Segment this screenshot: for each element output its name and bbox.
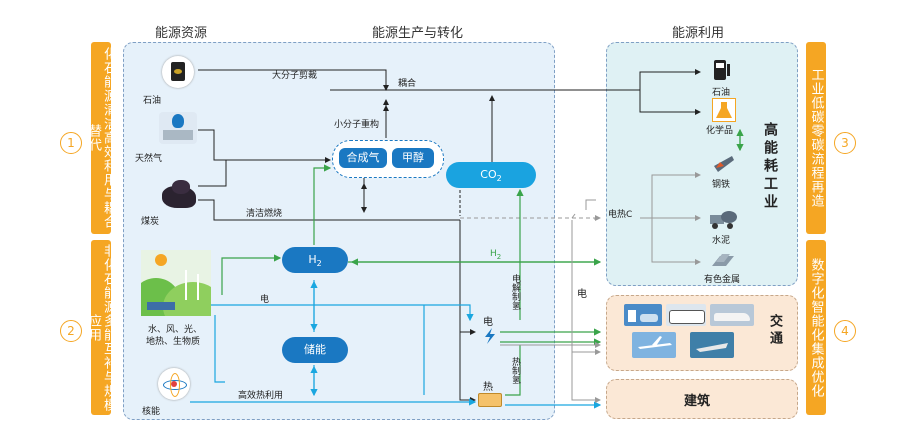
metal-ingots-icon [710,250,736,270]
co2-label: CO [480,168,497,181]
gas-flame-icon [159,112,197,144]
industry-nonferrous-label: 有色金属 [704,275,741,285]
industry-panel [606,42,798,286]
syngas-node: 合成气 [339,148,387,168]
syngas-methanol-group [332,140,444,178]
coal-icon [162,180,198,210]
circle-1: 1 [60,132,82,154]
circle-3: 3 [834,132,856,154]
industry-title: 高能耗工业 [762,122,778,212]
co2-subscript: 2 [496,174,502,184]
h2-label: H [308,253,317,266]
building-panel [606,379,798,419]
flow-h2-sub: 2 [496,252,502,261]
oil-barrel-icon [162,56,194,88]
source-gas-label: 天然气 [135,154,163,164]
highspeed-rail-image [710,304,754,326]
source-renewables-line2: 地热、生物质 [146,337,201,347]
header-resources: 能源资源 [155,26,208,41]
building-title: 建筑 [684,394,711,409]
heater-icon [478,393,502,407]
flow-electrolysis: 电解制氢 [510,274,520,310]
flow-electric-c: 电热C [608,210,633,220]
source-renewables-line1: 水、风、光、 [148,325,203,335]
storage-node: 储能 [282,337,348,363]
cement-mixer-icon [708,207,738,229]
industry-oil-label: 石油 [712,88,731,98]
header-production: 能源生产与转化 [372,26,464,41]
flow-clean-combustion: 清洁燃烧 [246,209,283,219]
transport-title: 交通 [767,314,782,348]
flow-electricity: 电 [260,295,270,305]
h2-node: H2 [282,247,348,273]
ev-charging-image [624,304,662,326]
ship-image [690,332,734,358]
fuel-pump-icon [712,58,732,82]
h2-subscript: 2 [316,259,322,269]
circle-4: 4 [834,320,856,342]
source-oil-label: 石油 [143,96,162,106]
renewables-landscape-icon [141,250,211,316]
airplane-image [632,332,676,358]
source-coal-label: 煤炭 [141,217,160,227]
industry-cement-label: 水泥 [712,236,731,246]
circle-2: 2 [60,320,82,342]
electric-node-label: 电 [483,317,493,328]
heat-node-label: 热 [483,382,493,393]
header-utilization: 能源利用 [672,26,725,41]
flow-macro-cracking: 大分子剪裁 [272,71,318,81]
methanol-node: 甲醇 [392,148,434,168]
lightning-icon [482,328,498,344]
sidebar-right-bottom: 数字化智能化集成优化 [806,240,826,415]
flow-efficient-heat: 高效热利用 [238,391,284,401]
flow-h2-line: H2 [490,249,501,261]
industry-steel-label: 钢铁 [712,180,731,190]
sidebar-right-top: 工业低碳零碳流程再造 [806,42,826,234]
source-nuclear-label: 核能 [142,407,161,417]
flow-coupling: 耦合 [398,79,417,89]
co2-node: CO2 [446,162,536,188]
steel-ladle-icon [712,152,736,174]
flow-electricity-right: 电 [577,289,587,300]
industry-chemicals-label: 化学品 [706,126,734,136]
flow-h2-text: H [490,249,497,259]
bus-image [666,304,706,326]
flow-small-reform: 小分子重构 [334,120,380,130]
nuclear-atom-icon [158,368,190,400]
flask-icon [712,98,736,122]
flow-thermal-h2: 热制氢 [510,357,520,384]
